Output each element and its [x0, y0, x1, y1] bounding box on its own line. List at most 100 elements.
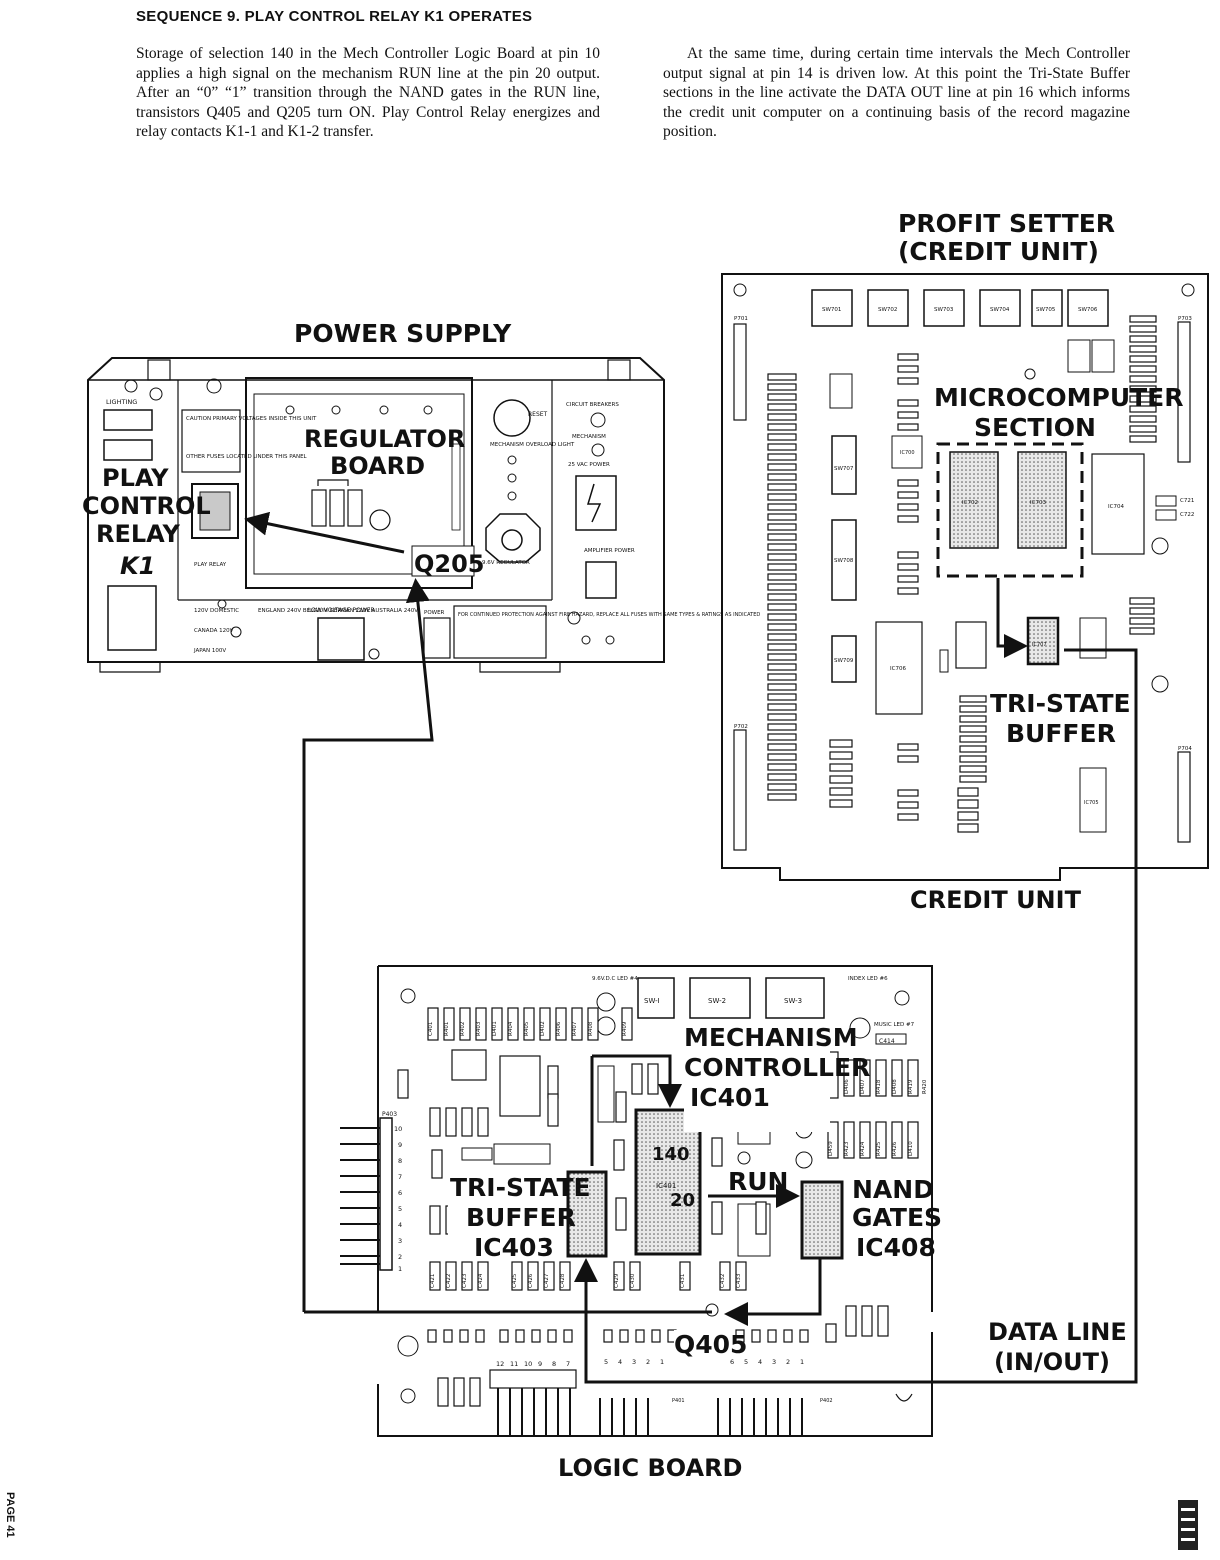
logic-tristate-label-2: BUFFER: [466, 1203, 576, 1232]
svg-text:P401: P401: [672, 1398, 685, 1404]
svg-text:OTHER FUSES LOCATED UNDER THIS: OTHER FUSES LOCATED UNDER THIS PANEL: [186, 454, 308, 460]
q405-label: Q405: [674, 1330, 747, 1359]
svg-text:R404: R404: [508, 1021, 514, 1036]
svg-text:D402: D402: [540, 1021, 546, 1036]
regulator-board-label-1: REGULATOR: [304, 425, 465, 453]
svg-text:11: 11: [510, 1360, 518, 1368]
svg-text:C427: C427: [544, 1273, 550, 1288]
svg-text:D407: D407: [860, 1079, 866, 1094]
microcomputer-label-1: MICROCOMPUTER: [934, 383, 1184, 412]
credit-unit-bottom-label: CREDIT UNIT: [910, 886, 1082, 914]
svg-text:CAUTION PRIMARY VOLTAGES INSID: CAUTION PRIMARY VOLTAGES INSIDE THIS UNI…: [186, 416, 317, 422]
svg-text:R407: R407: [572, 1021, 578, 1036]
svg-text:IC700: IC700: [900, 450, 915, 456]
svg-text:5: 5: [744, 1358, 748, 1366]
svg-text:SW707: SW707: [834, 466, 854, 472]
signal-paths: [302, 578, 1138, 1384]
mech-label-3: IC401: [690, 1083, 770, 1112]
svg-text:10: 10: [394, 1125, 402, 1133]
svg-text:IC705: IC705: [1084, 800, 1099, 806]
q205-label: Q205: [414, 550, 485, 578]
logic-board: [340, 965, 933, 1437]
svg-text:3: 3: [398, 1237, 402, 1245]
svg-text:1: 1: [660, 1358, 664, 1366]
svg-text:R402: R402: [460, 1022, 466, 1036]
svg-text:C423: C423: [462, 1273, 468, 1288]
logic-tristate-label-1: TRI-STATE: [450, 1173, 591, 1202]
credit-tristate-label-2: BUFFER: [1006, 719, 1116, 748]
svg-text:C426: C426: [528, 1273, 534, 1288]
credit-title-1: PROFIT SETTER: [898, 209, 1115, 238]
svg-text:6: 6: [398, 1189, 402, 1197]
data-line-path: [574, 648, 1138, 1384]
chip-140-label: 140: [652, 1144, 690, 1165]
relay-label-2: CONTROL: [82, 492, 211, 520]
power-supply-title: POWER SUPPLY: [294, 319, 512, 348]
power-supply-panel: [87, 357, 665, 673]
svg-text:JAPAN 100V: JAPAN 100V: [193, 648, 226, 654]
microcomputer-label-2: SECTION: [974, 413, 1096, 442]
svg-text:1: 1: [398, 1265, 402, 1273]
publisher-logo: [1178, 1500, 1198, 1550]
data-line-label-2: (IN/OUT): [994, 1348, 1110, 1376]
svg-text:PLAY RELAY: PLAY RELAY: [194, 562, 227, 568]
svg-text:R409: R409: [622, 1021, 628, 1036]
credit-title-2: (CREDIT UNIT): [898, 237, 1099, 266]
paragraph-right: At the same time, during certain time in…: [663, 45, 1130, 140]
svg-text:1: 1: [800, 1358, 804, 1366]
svg-text:10: 10: [524, 1360, 532, 1368]
svg-text:CANADA 120V: CANADA 120V: [194, 628, 234, 634]
svg-text:SW701: SW701: [822, 307, 841, 313]
svg-text:7: 7: [398, 1173, 402, 1181]
svg-text:9: 9: [398, 1141, 402, 1149]
svg-text:C428: C428: [560, 1273, 566, 1288]
relay-label-1: PLAY: [102, 464, 169, 492]
svg-text:C431: C431: [680, 1274, 686, 1288]
svg-text:C425: C425: [512, 1273, 518, 1288]
svg-text:C433: C433: [736, 1273, 742, 1288]
data-line-label-1: DATA LINE: [988, 1318, 1127, 1346]
svg-text:INDEX LED #6: INDEX LED #6: [848, 976, 888, 982]
svg-text:POWER: POWER: [424, 610, 445, 616]
page-heading: SEQUENCE 9. PLAY CONTROL RELAY K1 OPERAT…: [136, 8, 533, 25]
svg-text:8: 8: [552, 1360, 556, 1368]
svg-text:IC702: IC702: [962, 500, 978, 506]
svg-text:12: 12: [496, 1360, 504, 1368]
power-supply-small-labels: LIGHTING CAUTION PRIMARY VOLTAGES INSIDE…: [106, 398, 760, 654]
svg-text:D408: D408: [892, 1079, 898, 1094]
svg-text:9: 9: [538, 1360, 542, 1368]
svg-text:5: 5: [398, 1205, 402, 1213]
nand-to-q405-arrow: [724, 1258, 822, 1326]
svg-text:3: 3: [772, 1358, 776, 1366]
svg-text:SW-2: SW-2: [708, 997, 726, 1005]
svg-text:R408: R408: [588, 1021, 594, 1036]
paragraph-left: Storage of selection 140 in the Mech Con…: [136, 45, 600, 140]
run-label: RUN: [728, 1167, 788, 1196]
svg-text:C422: C422: [446, 1274, 452, 1288]
svg-text:ENGLAND 240V BELGIUM GERMAN 22: ENGLAND 240V BELGIUM GERMAN 220V AUSTRAL…: [258, 608, 418, 614]
svg-text:C414: C414: [879, 1038, 895, 1045]
svg-text:D406: D406: [844, 1079, 850, 1094]
svg-text:IC706: IC706: [890, 666, 906, 672]
credit-tristate-label-1: TRI-STATE: [990, 689, 1131, 718]
svg-text:4: 4: [618, 1358, 622, 1366]
svg-text:2: 2: [786, 1358, 790, 1366]
regulator-board-label-2: BOARD: [330, 452, 425, 480]
svg-text:R401: R401: [444, 1022, 450, 1036]
page-number: PAGE 41: [4, 1492, 16, 1538]
svg-text:CIRCUIT BREAKERS: CIRCUIT BREAKERS: [566, 402, 619, 408]
svg-text:120V DOMESTIC: 120V DOMESTIC: [194, 608, 239, 614]
svg-text:6: 6: [730, 1358, 734, 1366]
svg-text:25 VAC POWER: 25 VAC POWER: [568, 462, 610, 468]
svg-text:R405: R405: [524, 1021, 530, 1036]
svg-text:MECHANISM: MECHANISM: [572, 434, 606, 440]
svg-text:7: 7: [566, 1360, 570, 1368]
svg-text:AMPLIFIER POWER: AMPLIFIER POWER: [584, 548, 635, 554]
svg-text:SW705: SW705: [1036, 307, 1056, 313]
mech-label-2: CONTROLLER: [684, 1053, 870, 1082]
svg-text:2: 2: [398, 1253, 402, 1261]
svg-text:R420: R420: [922, 1079, 928, 1094]
svg-text:5: 5: [604, 1358, 608, 1366]
svg-text:SW708: SW708: [834, 558, 854, 564]
